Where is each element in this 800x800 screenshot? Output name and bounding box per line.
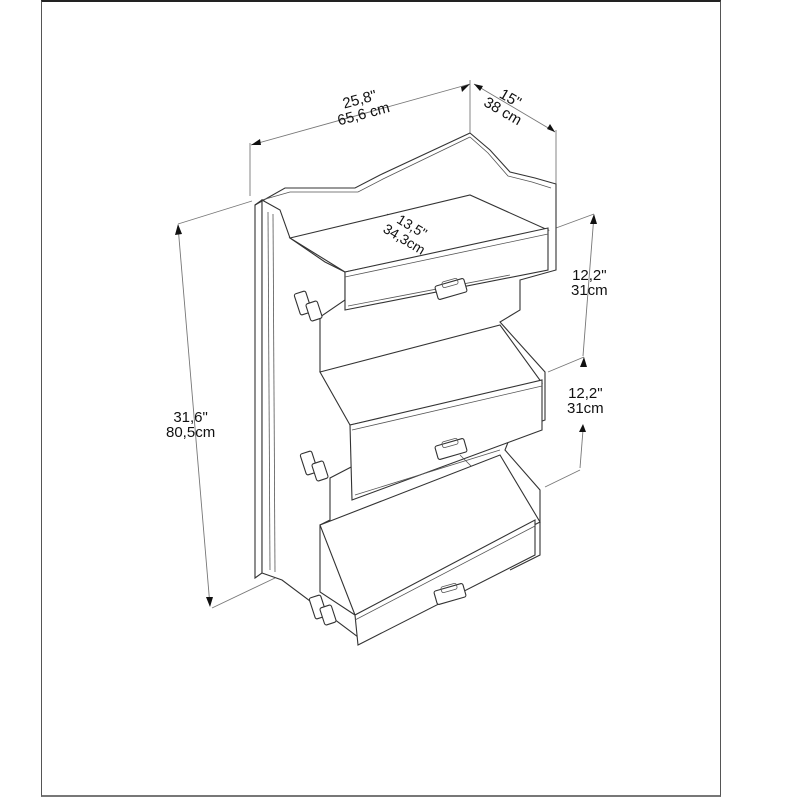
height-label: 31,6" 80,5cm [166,410,215,440]
shelf-top [288,194,550,311]
top-back-rail [254,132,471,206]
dimension-lines [175,80,597,609]
shelf-gap-lower-cm: 31cm [567,400,604,417]
shelf-gap-upper-label: 12,2" 31cm [571,268,608,298]
handle-icon-bottom [433,582,467,605]
side-handle-icon-top [293,290,323,322]
side-handle-icon-bottom [308,594,337,626]
shelf-gap-lower-inches: 12,2" [568,385,603,402]
height-inches: 31,6" [173,409,208,426]
shelf-gap-lower-label: 12,2" 31cm [567,386,604,416]
side-handle-icon-middle [299,450,329,482]
side-handles [293,290,337,626]
shelf-middle [319,324,543,516]
shelf-gap-upper-inches: 12,2" [572,267,607,284]
drawer-handles [433,277,468,605]
shelf-gap-upper-cm: 31cm [571,282,608,299]
right-side-panel [469,132,557,571]
height-cm: 80,5cm [166,424,216,441]
handle-icon-top [434,277,468,300]
handle-icon-middle [434,437,468,460]
shelf-bottom [319,454,541,646]
